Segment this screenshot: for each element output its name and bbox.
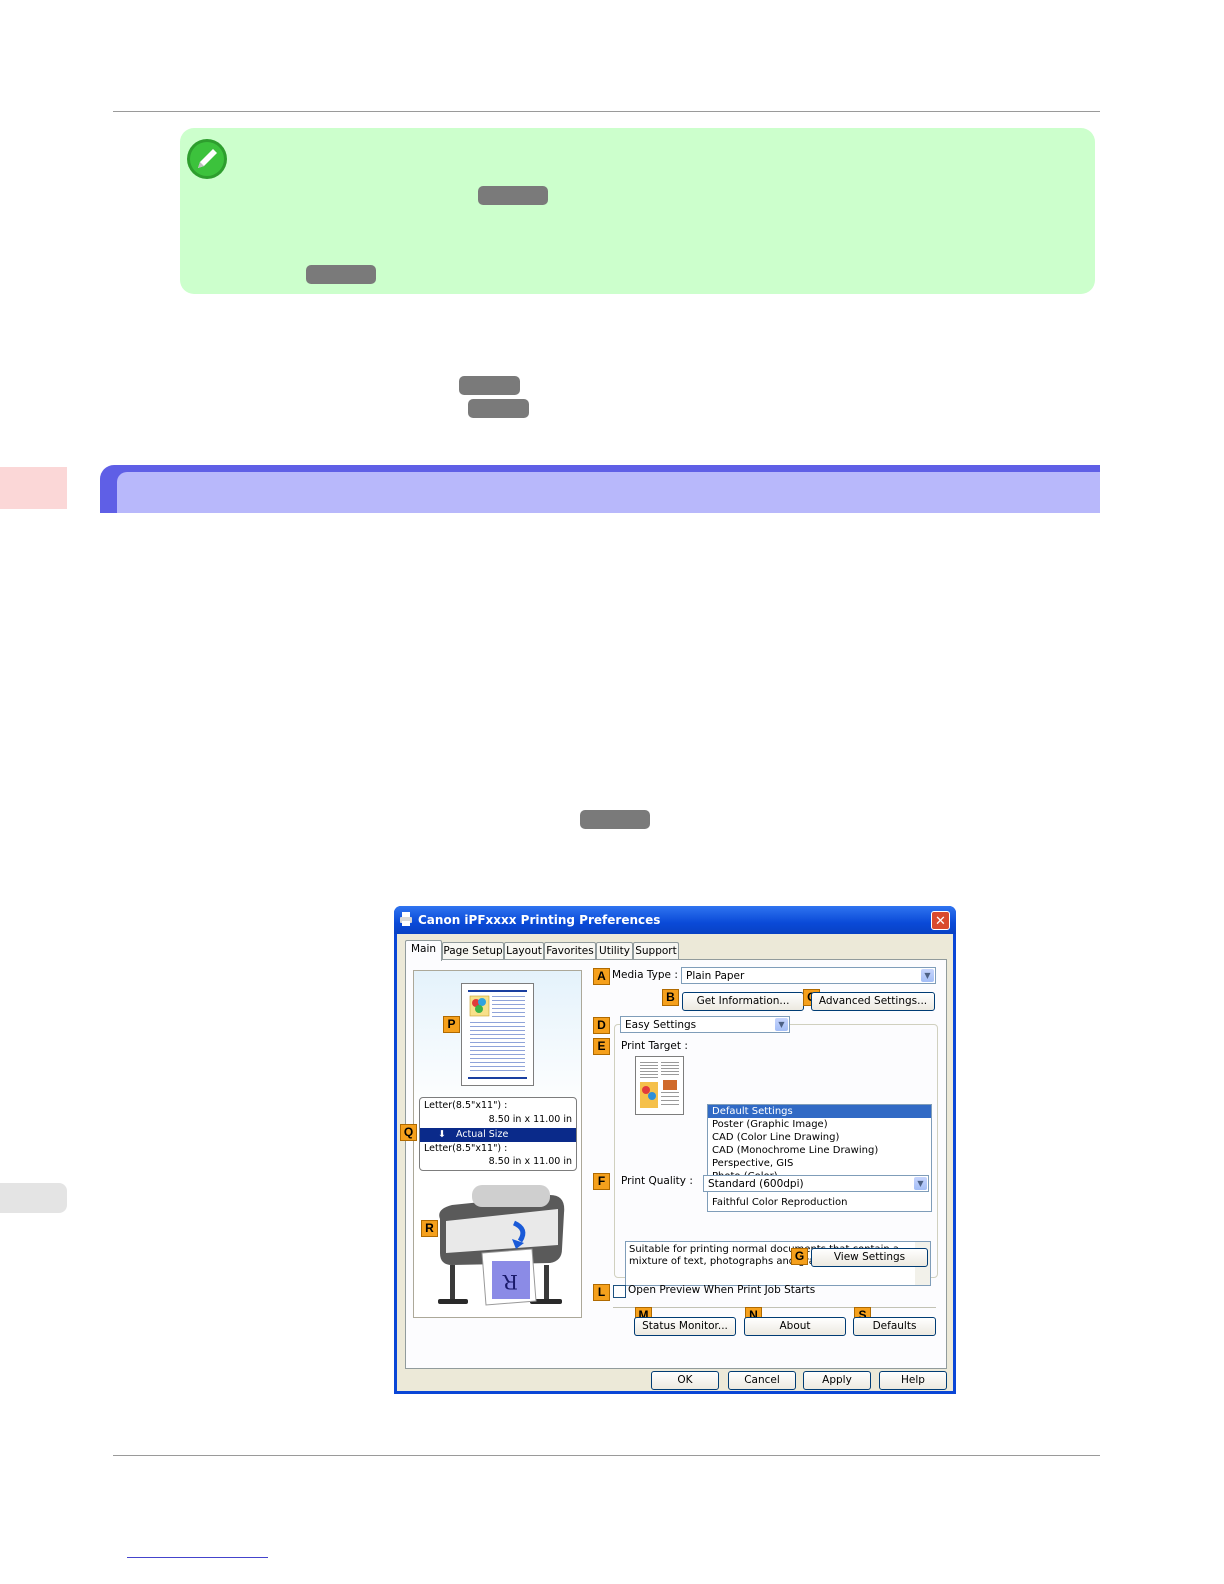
media-type-label: Media Type : [612,969,678,981]
callout-g: G [791,1248,808,1265]
side-chapter-tab[interactable] [0,467,67,509]
scaling-bar: ⬇ Actual Size [420,1128,576,1142]
media-type-value: Plain Paper [686,970,745,982]
list-item[interactable]: Faithful Color Reproduction [712,1197,848,1208]
mode-value: Easy Settings [625,1019,697,1031]
status-monitor-button[interactable]: Status Monitor... [634,1317,736,1336]
link-pill-5[interactable] [580,810,650,829]
output-size-dims: 8.50 in x 11.00 in [488,1156,572,1167]
printing-preferences-dialog: Canon iPFxxxx Printing Preferences ✕ Mai… [394,906,956,1394]
list-item[interactable]: CAD (Color Line Drawing) [712,1132,840,1143]
print-target-label: Print Target : [621,1040,688,1052]
about-button[interactable]: About [744,1317,846,1336]
mode-select[interactable]: Easy Settings ▼ [620,1016,790,1033]
footer-link-underline[interactable] [127,1557,268,1558]
callout-a: A [593,968,610,985]
link-pill-4[interactable] [468,399,529,418]
print-quality-value: Standard (600dpi) [708,1178,804,1190]
open-preview-label: Open Preview When Print Job Starts [628,1284,816,1296]
bottom-rule [113,1455,1100,1456]
callout-r: R [421,1220,438,1237]
top-rule [113,111,1100,112]
dialog-body: Main Page Setup Layout Favorites Utility… [397,934,953,1391]
separator [613,1307,936,1308]
tab-support[interactable]: Support [633,942,679,960]
down-arrow-icon: ⬇ [438,1129,446,1140]
get-information-button[interactable]: Get Information... [682,992,804,1011]
apply-button[interactable]: Apply [803,1371,871,1390]
ok-button[interactable]: OK [651,1371,719,1390]
print-target-thumbnail [635,1056,684,1115]
dialog-title: Canon iPFxxxx Printing Preferences [418,913,661,927]
note-link-pill-1[interactable] [478,186,548,205]
link-pill-3[interactable] [459,376,520,395]
callout-p: P [443,1016,460,1033]
chevron-down-icon: ▼ [775,1018,788,1031]
advanced-settings-button[interactable]: Advanced Settings... [811,992,935,1011]
main-tab-panel: Letter(8.5"x11") : 8.50 in x 11.00 in ⬇ … [400,959,947,1369]
list-item[interactable]: Poster (Graphic Image) [712,1119,828,1130]
media-type-select[interactable]: Plain Paper ▼ [681,967,936,984]
scaling-label: Actual Size [456,1129,509,1140]
svg-text:R: R [502,1270,518,1294]
defaults-button[interactable]: Defaults [853,1317,936,1336]
list-item[interactable]: Default Settings [708,1105,931,1118]
view-settings-button[interactable]: View Settings [811,1248,928,1267]
source-size-dims: 8.50 in x 11.00 in [488,1114,572,1125]
tab-layout[interactable]: Layout [504,942,544,960]
tab-utility[interactable]: Utility [596,942,633,960]
print-target-list[interactable]: Default Settings Poster (Graphic Image) … [707,1104,932,1212]
output-size-label: Letter(8.5"x11") : [424,1143,508,1154]
tab-favorites[interactable]: Favorites [544,942,596,960]
note-link-pill-2[interactable] [306,265,376,284]
printer-app-icon [400,912,412,926]
chevron-down-icon: ▼ [921,969,934,982]
callout-q: Q [400,1124,417,1141]
open-preview-checkbox[interactable] [613,1285,626,1298]
dialog-title-bar[interactable]: Canon iPFxxxx Printing Preferences ✕ [394,906,956,934]
chevron-down-icon: ▼ [914,1177,927,1190]
callout-e: E [593,1038,610,1055]
description-text: Suitable for printing normal documents t… [629,1244,900,1267]
callout-f: F [593,1173,610,1190]
list-item[interactable]: CAD (Monochrome Line Drawing) [712,1145,879,1156]
note-pencil-icon [187,139,227,179]
tab-page-setup[interactable]: Page Setup [442,942,504,960]
source-size-label: Letter(8.5"x11") : [424,1100,508,1111]
preview-pane: Letter(8.5"x11") : 8.50 in x 11.00 in ⬇ … [413,970,582,1318]
side-index-tab[interactable] [0,1183,67,1213]
page-layout-thumbnail [461,983,534,1086]
callout-b: B [662,989,679,1006]
close-button[interactable]: ✕ [931,911,950,930]
paper-size-summary: Letter(8.5"x11") : 8.50 in x 11.00 in ⬇ … [419,1097,577,1171]
print-quality-select[interactable]: Standard (600dpi) ▼ [703,1175,929,1192]
print-quality-label: Print Quality : [621,1175,693,1187]
printer-illustration-icon: R [438,1185,565,1306]
callout-d: D [593,1017,610,1034]
tab-main[interactable]: Main [405,940,442,961]
page-thumbnail-graphic [468,990,527,1079]
callout-l: L [593,1284,610,1301]
cancel-button[interactable]: Cancel [728,1371,796,1390]
help-button[interactable]: Help [879,1371,947,1390]
section-heading-inner [117,472,1100,513]
list-item[interactable]: Perspective, GIS [712,1158,794,1169]
